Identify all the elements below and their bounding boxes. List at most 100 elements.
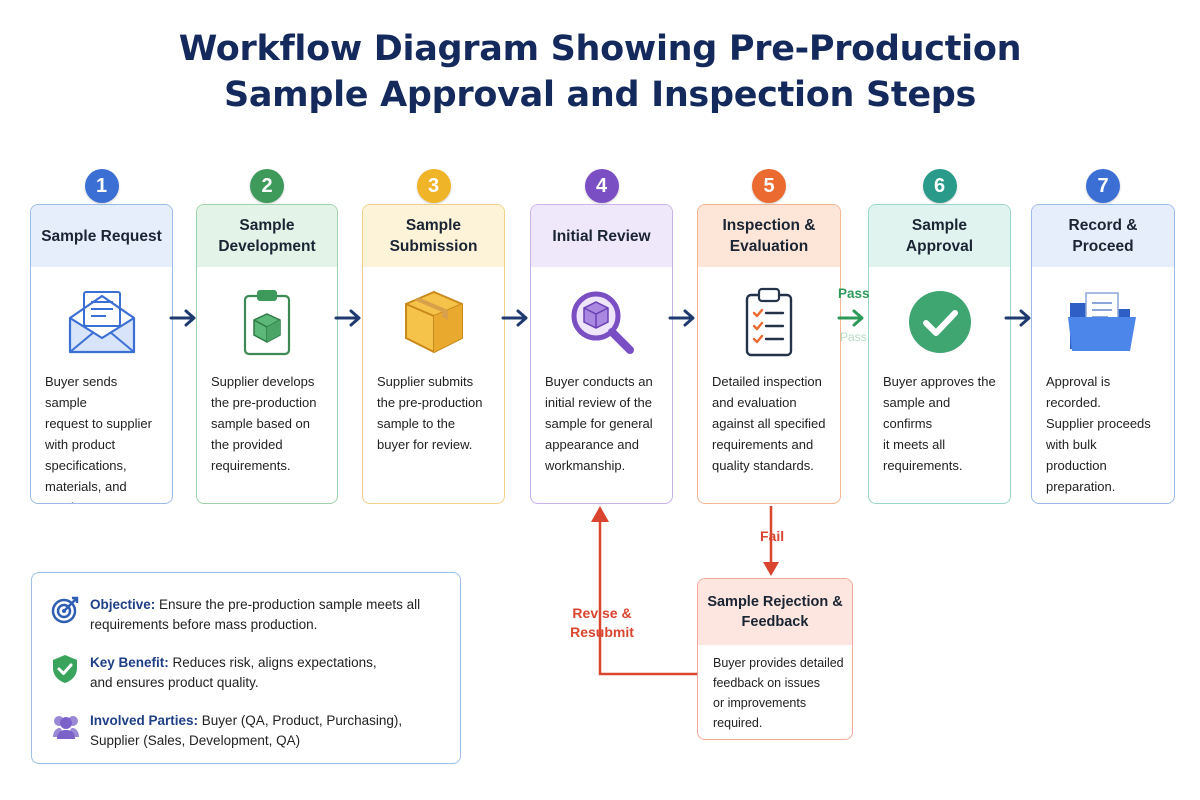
description-line: quality standards. [712, 458, 814, 473]
shield-check-icon [50, 653, 90, 693]
description-line: Buyer conducts an [545, 374, 653, 389]
parties-label: Involved Parties: [90, 713, 199, 728]
description-line: sample to the [377, 416, 456, 431]
folder-icon [1032, 279, 1174, 365]
parties-text: Involved Parties: Buyer (QA, Product, Pu… [90, 711, 402, 751]
step-5-title: Inspection & Evaluation [698, 205, 840, 267]
objective-text: Objective: Ensure the pre-production sam… [90, 595, 420, 635]
step-2-description: Supplier develops the pre-production sampl… [211, 371, 327, 476]
objective-row: Objective: Ensure the pre-production sam… [50, 595, 450, 635]
sample-rejection-card: Sample Rejection & Feedback Buyer provid… [697, 578, 853, 740]
description-line: Supplier submits [377, 374, 474, 389]
parties-text-2: Supplier (Sales, Development, QA) [90, 733, 301, 748]
objective-label: Objective: [90, 597, 156, 612]
step-5-badge: 5 [752, 169, 786, 203]
description-line: against all specified [712, 416, 826, 431]
pass-label: Pass [838, 286, 870, 301]
description-line: or improvements [713, 696, 807, 710]
fail-label: Fail [760, 528, 785, 544]
description-line: request to supplier [45, 416, 152, 431]
description-line: feedback on issues [713, 676, 821, 690]
benefit-row: Key Benefit: Reduces risk, aligns expect… [50, 653, 450, 693]
step-7-title: Record & Proceed [1032, 205, 1174, 267]
step-1-badge: 1 [84, 169, 119, 203]
revise-resubmit-arrow-icon [591, 506, 697, 676]
parties-row: Involved Parties: Buyer (QA, Product, Pu… [50, 711, 450, 751]
step-1-title: Sample Request [31, 205, 172, 267]
step-5-description: Detailed inspection and evaluation against… [712, 371, 830, 476]
description-line: Detailed inspection [712, 374, 822, 389]
description-line: it meets all [883, 437, 946, 452]
description-line: the provided [211, 437, 283, 452]
arrow-2-to-3-icon [334, 309, 361, 327]
description-line: production [1046, 458, 1107, 473]
description-line: required. [713, 716, 763, 730]
step-6-description: Buyer approves the sample and confirms it … [883, 371, 1000, 476]
description-line: Buyer sends sample [45, 374, 118, 410]
description-line: with product [45, 437, 116, 452]
benefit-text-2: and ensures product quality. [90, 675, 259, 690]
package-box-icon [363, 279, 504, 365]
arrow-4-to-5-icon [668, 309, 695, 327]
step-3-title: Sample Submission [363, 205, 504, 267]
description-line: and evaluation [712, 395, 797, 410]
step-7-description: Approval is recorded. Supplier proceeds wi… [1046, 371, 1164, 497]
description-line: requirements and [712, 437, 814, 452]
description-line: Supplier proceeds [1046, 416, 1151, 431]
description-line: appearance and [545, 437, 639, 452]
parties-text-1: Buyer (QA, Product, Purchasing), [198, 713, 403, 728]
description-line: with bulk [1046, 437, 1097, 452]
page-title: Workflow Diagram Showing Pre-Production … [0, 26, 1200, 118]
description-line: initial review of the [545, 395, 652, 410]
checklist-icon [698, 279, 840, 365]
description-line: the pre-production [377, 395, 483, 410]
step-6-badge: 6 [922, 169, 957, 203]
magnifier-box-icon [531, 279, 672, 365]
rejection-title: Sample Rejection & Feedback [698, 579, 852, 645]
step-3-badge: 3 [416, 169, 451, 203]
step-2-title: Sample Development [197, 205, 337, 267]
description-line: sample and confirms [883, 395, 951, 431]
pass-ghost-label: Pass [840, 330, 867, 344]
description-line: sample based on [211, 416, 311, 431]
objective-text-2: requirements before mass production. [90, 617, 318, 632]
description-line: buyer for review. [377, 437, 473, 452]
description-line: preparation. [1046, 479, 1116, 494]
arrow-1-to-2-icon [169, 309, 196, 327]
description-line: the pre-production [211, 395, 317, 410]
revise-resubmit-label: Revise & Resubmit [570, 605, 634, 640]
check-circle-icon [869, 279, 1010, 365]
title-line-1: Workflow Diagram Showing Pre-Production [178, 29, 1022, 69]
people-icon [50, 711, 90, 751]
clipboard-box-icon [197, 279, 337, 365]
description-line: Approval is recorded. [1046, 374, 1111, 410]
step-6-title: Sample Approval [869, 205, 1010, 267]
arrow-3-to-4-icon [501, 309, 528, 327]
description-line: Buyer approves the [883, 374, 996, 389]
description-line: requirements. [883, 458, 963, 473]
description-line: specifications, [45, 458, 127, 473]
description-line: requirements. [211, 458, 291, 473]
step-4-title: Initial Review [531, 205, 672, 267]
target-icon [50, 595, 90, 635]
description-line: Supplier develops [211, 374, 315, 389]
description-line: workmanship. [545, 458, 626, 473]
title-line-2: Sample Approval and Inspection Steps [223, 75, 977, 115]
step-2-badge: 2 [250, 169, 284, 203]
benefit-text-1: Reduces risk, aligns expectations, [168, 655, 377, 670]
description-line: requirements. [45, 497, 162, 503]
description-line: materials, and [45, 479, 127, 494]
envelope-icon [31, 279, 172, 365]
benefit-text: Key Benefit: Reduces risk, aligns expect… [90, 653, 377, 693]
step-4-badge: 4 [584, 169, 619, 203]
step-7-badge: 7 [1086, 169, 1120, 203]
arrow-5-to-6-icon [837, 309, 864, 327]
